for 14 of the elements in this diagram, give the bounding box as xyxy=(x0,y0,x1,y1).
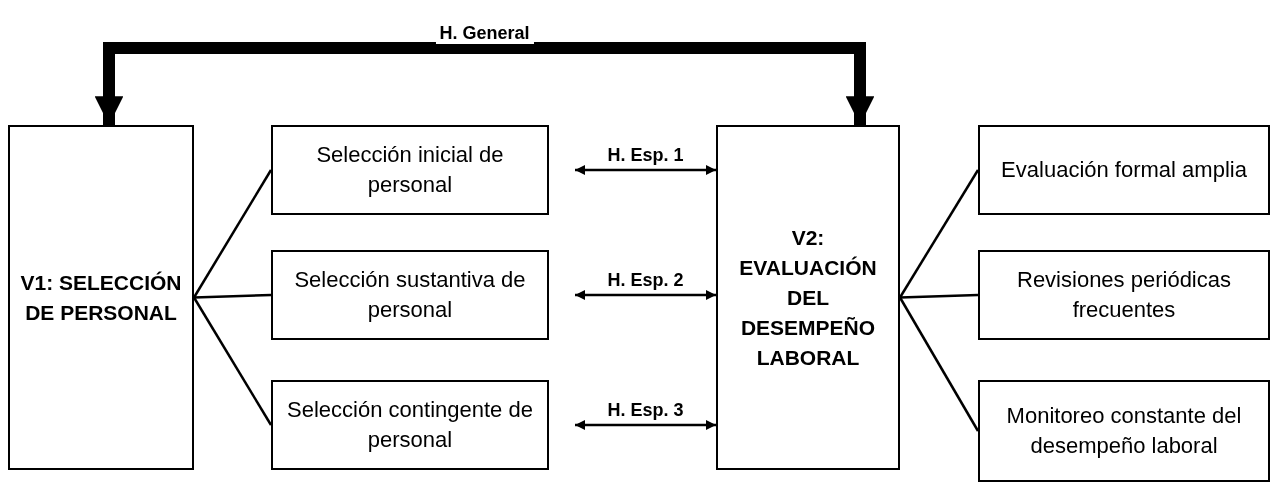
variable-box: V1: SELECCIÓN DE PERSONAL xyxy=(8,125,194,470)
dimension-box: Selección inicial de personal xyxy=(271,125,549,215)
dimension-box: Monitoreo constante del desempeño laboral xyxy=(978,380,1270,482)
double-arrow xyxy=(94,42,875,125)
variable-box: V2: EVALUACIÓN DEL DESEMPEÑO LABORAL xyxy=(716,125,900,470)
connector-line xyxy=(193,293,272,299)
dimension-box: Revisiones periódicas frecuentes xyxy=(978,250,1270,340)
double-arrow xyxy=(575,290,716,300)
double-arrow xyxy=(575,165,716,175)
dimension-box: Selección contingente de personal xyxy=(271,380,549,470)
connector-line xyxy=(899,293,979,299)
double-arrow xyxy=(575,420,716,430)
dimension-box: Evaluación formal amplia xyxy=(978,125,1270,215)
dimension-box: Selección sustantiva de personal xyxy=(271,250,549,340)
